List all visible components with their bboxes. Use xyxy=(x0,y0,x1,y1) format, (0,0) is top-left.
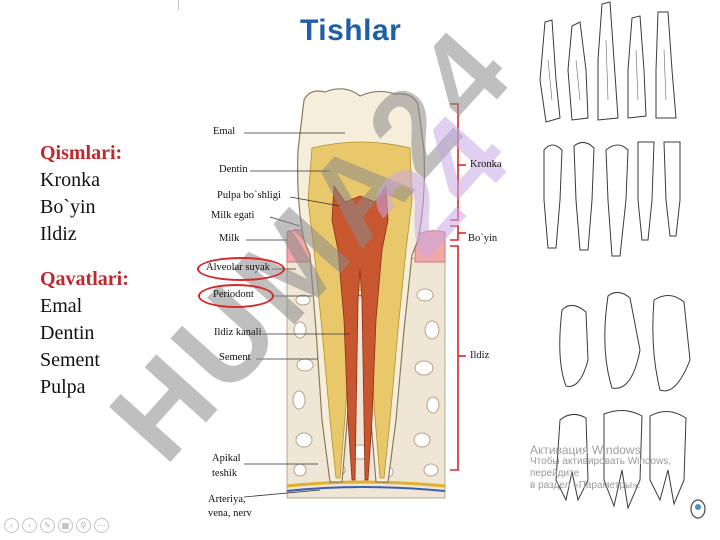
prev-icon[interactable]: ‹ xyxy=(4,518,19,533)
zoom-icon[interactable]: ⚲ xyxy=(76,518,91,533)
grid-icon[interactable]: ▦ xyxy=(58,518,73,533)
label-ildiz-kanali: Ildiz kanali xyxy=(214,327,262,338)
layer-item: Emal xyxy=(40,295,83,317)
part-item: Bo`yin xyxy=(40,196,96,218)
layer-item: Dentin xyxy=(40,322,95,344)
label-apikal: Apikal xyxy=(212,453,241,464)
pen-icon[interactable]: ✎ xyxy=(40,518,55,533)
label-teshik: teshik xyxy=(212,468,238,479)
label-dentin: Dentin xyxy=(219,164,248,175)
highlight-oval-alveolar xyxy=(197,257,285,281)
label-milk: Milk xyxy=(219,233,240,244)
label-boyin: Bo`yin xyxy=(468,233,498,244)
label-vena-nerv: vena, nerv xyxy=(208,508,252,519)
slide-title: Tishlar xyxy=(300,14,402,47)
speaker-icon[interactable] xyxy=(688,496,708,520)
slideshow-nav: ‹ › ✎ ▦ ⚲ ⋯ xyxy=(4,518,109,533)
label-sement: Sement xyxy=(219,352,251,363)
parts-heading: Qismlari: xyxy=(40,142,123,164)
label-ildiz: Ildiz xyxy=(470,350,490,361)
label-arteriya: Arteriya, xyxy=(208,494,246,505)
activation-line: Чтобы активировать Windows, перейдите xyxy=(530,456,672,479)
part-item: Ildiz xyxy=(40,223,77,245)
more-icon[interactable]: ⋯ xyxy=(94,518,109,533)
next-icon[interactable]: › xyxy=(22,518,37,533)
windows-activation-watermark: Активация Windows Чтобы активировать Win… xyxy=(530,444,720,492)
label-pulpa: Pulpa bo`shligi xyxy=(217,190,281,201)
label-milk-egati: Milk egati xyxy=(211,210,255,221)
activation-title: Активация Windows xyxy=(530,443,641,457)
tooth-parts-list: Qismlari: Kronka Bo`yin Ildiz Qavatlari:… xyxy=(40,140,129,401)
activation-line: в раздел «Параметры». xyxy=(530,480,641,491)
label-kronka: Kronka xyxy=(470,159,502,170)
highlight-oval-periodont xyxy=(198,284,274,308)
layers-heading: Qavatlari: xyxy=(40,268,129,290)
layer-item: Sement xyxy=(40,349,100,371)
layer-item: Pulpa xyxy=(40,376,86,398)
part-item: Kronka xyxy=(40,169,100,191)
label-emal: Emal xyxy=(213,126,236,137)
divider xyxy=(178,0,179,10)
